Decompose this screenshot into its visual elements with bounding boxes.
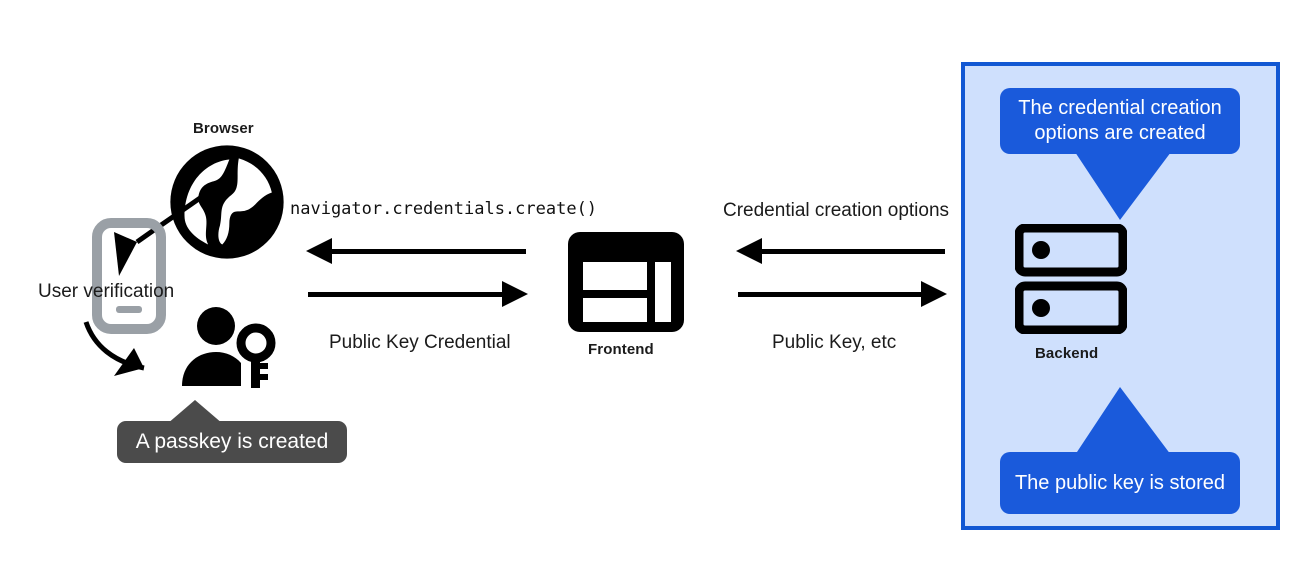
smartphone-icon — [92, 218, 166, 334]
flow-label-public-key-credential: Public Key Credential — [329, 332, 511, 353]
flow-label-navigator-create: navigator.credentials.create() — [290, 199, 598, 219]
tooltip-passkey-created-text: A passkey is created — [135, 429, 329, 453]
phone-to-user-arrow-icon — [83, 321, 145, 376]
arrow-head-left-browser-from-frontend — [306, 238, 332, 264]
server-stack-icon — [1015, 224, 1127, 334]
arrow-line-browser-to-frontend — [308, 292, 504, 297]
arrow-line-frontend-from-backend — [760, 249, 945, 254]
tooltip-pointer-down-icon — [1075, 152, 1171, 220]
tooltip-pointer-up-icon — [1075, 387, 1171, 455]
tooltip-credential-options-created: The credential creation options are crea… — [1000, 88, 1240, 154]
tooltip-credential-options-text: The credential creation options are crea… — [1018, 97, 1222, 144]
window-layout-icon — [568, 232, 684, 332]
flow-label-public-key-etc: Public Key, etc — [772, 332, 897, 353]
backend-label: Backend — [1035, 345, 1099, 362]
tooltip-public-key-stored: The public key is stored — [1000, 452, 1240, 514]
user-verification-label: User verification — [38, 281, 175, 302]
arrow-line-browser-from-frontend — [330, 249, 526, 254]
arrow-head-right-frontend-to-backend — [921, 281, 947, 307]
arrow-head-left-frontend-from-backend — [736, 238, 762, 264]
arrow-head-right-browser-to-frontend — [502, 281, 528, 307]
flow-label-credential-creation-options: Credential creation options — [723, 200, 950, 221]
tooltip-passkey-created: A passkey is created — [117, 421, 347, 463]
frontend-label: Frontend — [588, 341, 654, 358]
tooltip-public-key-stored-text: The public key is stored — [1014, 471, 1226, 494]
globe-icon — [170, 145, 284, 259]
browser-label: Browser — [193, 120, 254, 137]
arrow-line-frontend-to-backend — [738, 292, 923, 297]
browser-to-phone-arrow-icon — [114, 183, 219, 276]
person-with-key-icon — [182, 307, 276, 388]
